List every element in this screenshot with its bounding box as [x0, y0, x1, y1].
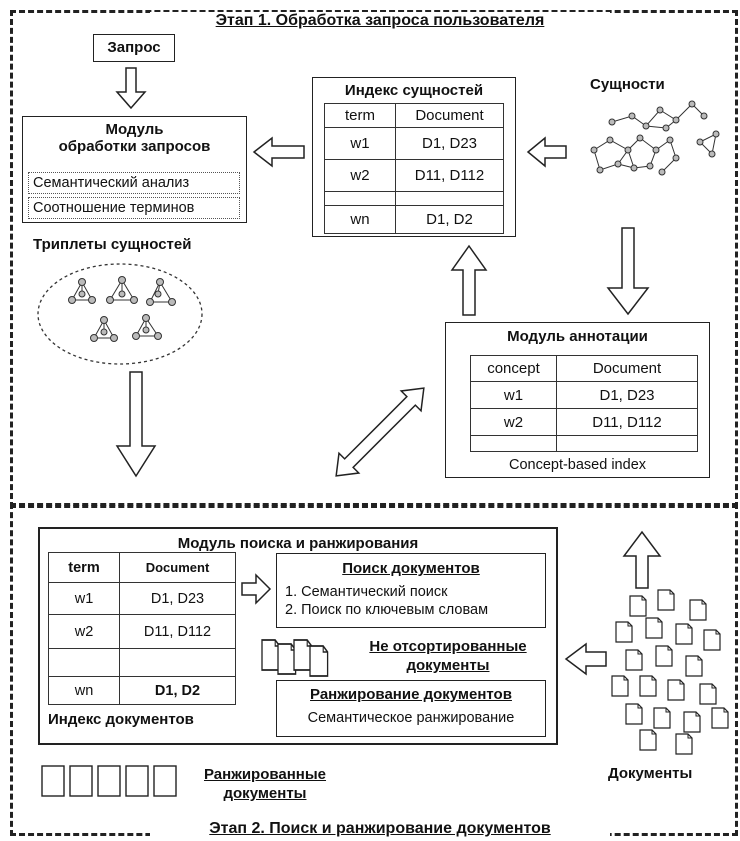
ranked-docs-icon: [41, 765, 177, 797]
table-cell: D11, D112: [119, 614, 236, 649]
table-header: Document: [556, 355, 698, 382]
ranking-title: Ранжирование документов: [310, 686, 512, 703]
table-cell: [48, 648, 120, 677]
triplets-ellipse: [37, 263, 203, 365]
unsorted-docs-line2: документы: [406, 657, 490, 674]
table-header: Document: [395, 103, 504, 128]
doc-index-caption: Индекс документов: [48, 711, 194, 728]
table-cell: D1, D23: [395, 127, 504, 160]
triplets-label: Триплеты сущностей: [33, 236, 192, 253]
arrow-query-to-module: [115, 67, 147, 110]
entities-graph: [590, 100, 720, 176]
table-header: Document: [119, 552, 236, 583]
unsorted-docs-icon: [261, 639, 329, 677]
table-header: term: [324, 103, 396, 128]
stage2-title: Этап 2. Поиск и ранжирование документов: [150, 820, 610, 838]
annotation-title: Модуль аннотации: [507, 328, 648, 345]
table-cell: w1: [470, 381, 557, 409]
table-cell: [556, 435, 698, 452]
arrow-documents-to-module: [564, 642, 607, 676]
annotation-caption: Concept-based index: [508, 457, 647, 473]
stage1-frame: [10, 10, 738, 508]
table-cell: wn: [324, 205, 396, 234]
documents-label: Документы: [608, 765, 693, 782]
table-cell: [119, 648, 236, 677]
table-cell: D1, D2: [119, 676, 236, 705]
ranked-docs-line2: документы: [223, 785, 307, 802]
doc-search-box: Поиск документов 1. Семантический поиск …: [276, 553, 546, 628]
doc-search-title: Поиск документов: [342, 560, 480, 577]
query-module-title-line2: обработки запросов: [58, 138, 211, 155]
ranking-text: Семантическое ранжирование: [307, 710, 515, 726]
doc-search-item: 1. Семантический поиск: [285, 584, 448, 600]
arrow-entities-to-annotation: [606, 227, 650, 316]
table-cell: D11, D112: [395, 159, 504, 192]
ranked-docs-line1: Ранжированные: [203, 766, 327, 783]
stage1-title: Этап 1. Обработка запроса пользователя: [150, 12, 610, 30]
table-cell: D11, D112: [556, 408, 698, 436]
unsorted-docs-line1: Не отсортированные: [369, 638, 527, 655]
query-module-title-line1: Модуль: [105, 121, 164, 138]
term-relation-item: Соотношение терминов: [28, 197, 240, 219]
arrow-index-to-search: [241, 573, 272, 605]
documents-pile-icon: [611, 589, 729, 755]
query-box: Запрос: [93, 34, 175, 62]
table-cell: w2: [470, 408, 557, 436]
arrow-documents-up: [622, 530, 662, 589]
table-header: concept: [470, 355, 557, 382]
table-cell: wn: [48, 676, 120, 705]
arrow-index-to-module: [252, 136, 305, 168]
entity-index-title: Индекс сущностей: [344, 82, 484, 99]
arrow-triplets-down: [115, 371, 157, 478]
query-module-box: Модуль обработки запросов: [22, 116, 247, 223]
arrow-annotation-to-index: [450, 244, 488, 316]
query-label: Запрос: [107, 39, 161, 56]
ranking-box: Ранжирование документов Семантическое ра…: [276, 680, 546, 737]
arrow-bidirectional: [335, 387, 425, 477]
table-cell: D1, D23: [556, 381, 698, 409]
doc-search-item: 2. Поиск по ключевым словам: [285, 602, 489, 618]
table-cell: D1, D23: [119, 582, 236, 615]
semantic-analysis-item: Семантический анализ: [28, 172, 240, 194]
triplet-graphs: [68, 276, 176, 342]
entities-label: Сущности: [590, 76, 665, 93]
table-cell: D1, D2: [395, 205, 504, 234]
arrow-entities-to-index: [526, 136, 567, 168]
search-module-title: Модуль поиска и ранжирования: [177, 535, 419, 552]
